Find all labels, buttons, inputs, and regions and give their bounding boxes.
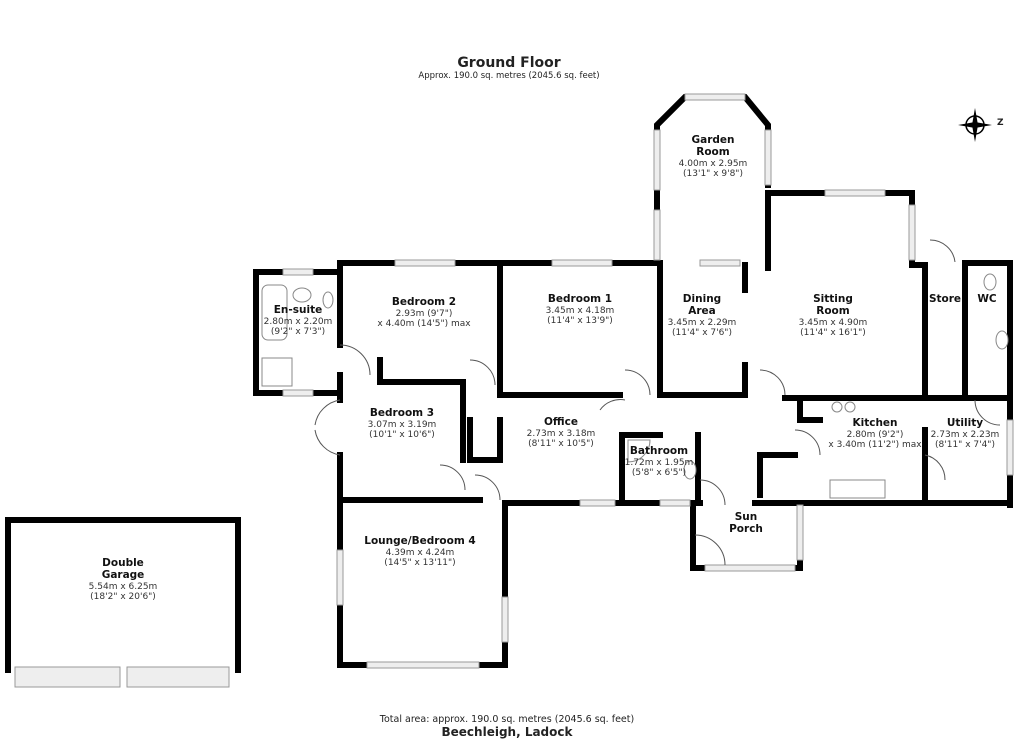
room-label-text: (13'1" x 9'8") (683, 168, 743, 179)
shower-icon (261, 357, 293, 387)
room-label-text: (11'4" x 16'1") (800, 327, 866, 338)
toilet-icon (322, 291, 334, 309)
room-label-text: Porch (729, 522, 763, 535)
room-wc: WC (977, 293, 997, 306)
room-label-text: (11'4" x 13'9") (547, 315, 613, 326)
room-label-text: (10'1" x 10'6") (369, 429, 435, 440)
compass-label: Z (997, 118, 1004, 128)
room-label-text: Double (102, 557, 144, 569)
room-label-text: 2.93m (9'7") (395, 308, 453, 319)
bath-icon (261, 284, 288, 341)
room-label-text: Room (696, 145, 730, 158)
shower-icon (627, 439, 651, 463)
room-label-text: 1.72m x 1.95m (624, 457, 694, 468)
room-label-text: (8'11" x 10'5") (528, 438, 594, 449)
room-label-text: (8'11" x 7'4") (935, 439, 995, 450)
room-label-text: Garden (691, 134, 735, 146)
room-label-text: Sun (734, 511, 758, 523)
room-label-text: 2.80m (9'2") (846, 429, 904, 440)
room-label-text: Utility (946, 417, 984, 429)
room-label-text: 2.73m x 3.18m (526, 428, 596, 439)
floor-area: Approx. 190.0 sq. metres (2045.6 sq. fee… (418, 71, 600, 81)
windows (14, 93, 1014, 688)
room-label-text: (9'2" x 7'3") (270, 326, 326, 337)
room-label-text: Bedroom 3 (369, 407, 435, 419)
room-label-text: 3.07m x 3.19m (367, 419, 437, 430)
room-label-text: (11'4" x 7'6") (672, 327, 732, 338)
footer-block: Total area: approx. 190.0 sq. metres (20… (380, 714, 634, 739)
total-area: Total area: approx. 190.0 sq. metres (20… (379, 714, 635, 725)
basin-icon (292, 287, 312, 303)
walls (5, 94, 1013, 673)
room-label-text: 3.45m x 4.90m (798, 317, 868, 328)
room-label-text: Store (928, 293, 962, 305)
room-label-text: x 3.40m (11'2") max (828, 439, 922, 450)
toilet-icon (983, 273, 997, 291)
room-label-text: (18'2" x 20'6") (90, 591, 156, 602)
room-label-text: 2.73m x 2.23m (930, 429, 1000, 440)
room-label-text: Dining (682, 293, 722, 305)
room-label-text: Office (544, 416, 578, 428)
room-label-text: Sitting (813, 293, 853, 305)
sink-icon (829, 479, 886, 499)
room-label-text: 3.45m x 4.18m (545, 305, 615, 316)
room-label-text: Lounge/Bedroom 4 (364, 535, 476, 547)
room-label-text: En-suite (273, 304, 323, 316)
doors (314, 239, 1001, 566)
room-store: Store (928, 293, 962, 306)
compass-icon (958, 108, 992, 142)
room-label-text: Bedroom 1 (547, 293, 613, 305)
room-label-text: Garage (101, 568, 145, 581)
room-label-text: Room (816, 304, 850, 317)
floor-title: Ground Floor (457, 55, 561, 71)
room-label-text: 2.80m x 2.20m (263, 316, 333, 327)
room-label-text: (14'5" x 13'11") (384, 557, 456, 568)
hob-icon (844, 401, 856, 413)
room-label-text: Bedroom 2 (391, 296, 457, 308)
basin-icon (683, 460, 697, 480)
room-label-text: 4.39m x 4.24m (385, 547, 455, 558)
room-label-text: x 4.40m (14'5") max (377, 318, 471, 329)
room-label-text: 4.00m x 2.95m (678, 158, 748, 169)
room-label-text: Bathroom (629, 445, 689, 457)
room-label-text: (5'8" x 6'5") (631, 467, 687, 478)
floor-title-block: Ground Floor Approx. 190.0 sq. metres (2… (418, 55, 599, 81)
room-label-text: Area (688, 304, 716, 317)
room-label-text: WC (977, 293, 997, 305)
room-label-text: 5.54m x 6.25m (88, 581, 158, 592)
hob-icon (831, 401, 843, 413)
basin-icon (995, 330, 1009, 350)
fixtures (261, 273, 1009, 499)
property-name: Beechleigh, Ladock (441, 725, 573, 739)
room-label-text: 3.45m x 2.29m (667, 317, 737, 328)
room-label-text: Kitchen (852, 417, 898, 429)
